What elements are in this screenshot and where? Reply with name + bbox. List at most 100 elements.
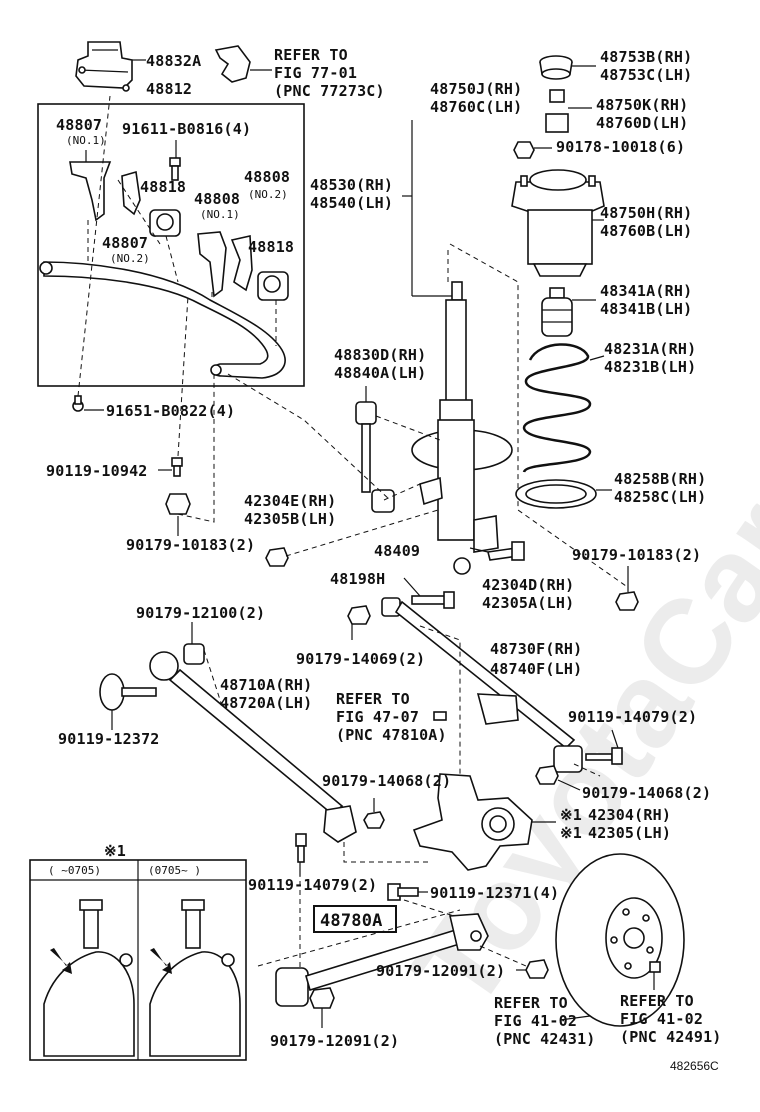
label-48808-no2[interactable]: 48808 bbox=[244, 168, 290, 186]
label-48740F[interactable]: 48740F(LH) bbox=[490, 660, 582, 678]
part-48807-no1-bracket[interactable] bbox=[69, 161, 112, 222]
label-refer-77-line2[interactable]: FIG 77-01 bbox=[274, 64, 357, 82]
label-48750K[interactable]: 48750K(RH) bbox=[596, 96, 688, 114]
part-48808-no1-bracket[interactable] bbox=[197, 231, 227, 298]
label-90178[interactable]: 90178-10018(6) bbox=[556, 138, 685, 156]
label-48720A[interactable]: 48720A(LH) bbox=[220, 694, 312, 712]
label-48780A[interactable]: 48780A bbox=[320, 911, 383, 931]
label-48710A[interactable]: 48710A(RH) bbox=[220, 676, 312, 694]
label-90179-10183-left[interactable]: 90179-10183(2) bbox=[126, 536, 255, 554]
label-48730F[interactable]: 48730F(RH) bbox=[490, 640, 582, 658]
label-48818-upper[interactable]: 48818 bbox=[140, 178, 186, 196]
part-48818-bushing-upper[interactable] bbox=[149, 209, 181, 237]
part-48812-stabilizer-bar[interactable] bbox=[39, 261, 286, 379]
label-48750J[interactable]: 48750J(RH) bbox=[430, 80, 522, 98]
part-90119-14079-bolt-left[interactable] bbox=[295, 833, 307, 863]
label-90179-14068-right[interactable]: 90179-14068(2) bbox=[582, 784, 711, 802]
label-48760B[interactable]: 48760B(LH) bbox=[600, 222, 692, 240]
part-91611-bolt[interactable] bbox=[169, 157, 181, 181]
label-90119-10942[interactable]: 90119-10942 bbox=[46, 462, 148, 480]
part-90119-14079-bolt-right[interactable] bbox=[585, 747, 623, 765]
part-48830D-stabilizer-link[interactable] bbox=[355, 401, 395, 513]
part-48750H-support[interactable] bbox=[511, 169, 605, 277]
part-brake-disc[interactable] bbox=[555, 853, 685, 1027]
label-48231A[interactable]: 48231A(RH) bbox=[604, 340, 696, 358]
label-48812[interactable]: 48812 bbox=[146, 80, 192, 98]
label-48231B[interactable]: 48231B(LH) bbox=[604, 358, 696, 376]
label-90119-12371[interactable]: 90119-12371(4) bbox=[430, 884, 559, 902]
part-48832A-bracket[interactable] bbox=[75, 41, 133, 92]
part-48258B-spring-seat[interactable] bbox=[515, 479, 597, 509]
part-42491-bolt[interactable] bbox=[649, 961, 661, 973]
label-42305B[interactable]: 42305B(LH) bbox=[244, 510, 336, 528]
part-48750K-spacer[interactable] bbox=[545, 89, 569, 133]
label-48341A[interactable]: 48341A(RH) bbox=[600, 282, 692, 300]
label-48540[interactable]: 48540(LH) bbox=[310, 194, 393, 212]
label-refer-47-line2[interactable]: FIG 47-07 bbox=[336, 708, 419, 726]
label-90179-14069[interactable]: 90179-14069(2) bbox=[296, 650, 425, 668]
label-48409[interactable]: 48409 bbox=[374, 542, 420, 560]
label-48818-lower[interactable]: 48818 bbox=[248, 238, 294, 256]
label-42304D[interactable]: 42304D(RH) bbox=[482, 576, 574, 594]
label-48198H[interactable]: 48198H bbox=[330, 570, 385, 588]
part-90179-nut-strut-left[interactable] bbox=[265, 547, 289, 567]
label-90119-12372[interactable]: 90119-12372 bbox=[58, 730, 160, 748]
label-48341B[interactable]: 48341B(LH) bbox=[600, 300, 692, 318]
label-48832A[interactable]: 48832A bbox=[146, 52, 201, 70]
part-48231A-coil-spring[interactable] bbox=[522, 343, 592, 473]
label-48753C[interactable]: 48753C(LH) bbox=[600, 66, 692, 84]
part-90179-14069-nut[interactable] bbox=[347, 605, 371, 625]
part-91651-bolt[interactable] bbox=[72, 395, 84, 412]
part-90179-10183-nut-right[interactable] bbox=[615, 591, 639, 611]
part-refer-clip[interactable] bbox=[214, 45, 251, 83]
label-48760C[interactable]: 48760C(LH) bbox=[430, 98, 522, 116]
part-48730F-upper-arm[interactable] bbox=[381, 597, 583, 773]
part-90179-14068-nut-right[interactable] bbox=[535, 765, 559, 785]
part-42304-knuckle[interactable] bbox=[412, 773, 533, 871]
part-90179-10183-nut-left[interactable] bbox=[165, 493, 191, 515]
part-48198H-bolt[interactable] bbox=[411, 591, 455, 609]
label-42304E[interactable]: 42304E(RH) bbox=[244, 492, 336, 510]
label-48760D[interactable]: 48760D(LH) bbox=[596, 114, 688, 132]
part-48808-no2-upper[interactable] bbox=[121, 170, 141, 216]
label-48807-no2[interactable]: 48807 bbox=[102, 234, 148, 252]
label-48258C[interactable]: 48258C(LH) bbox=[614, 488, 706, 506]
label-42305A[interactable]: 42305A(LH) bbox=[482, 594, 574, 612]
label-48808-no1[interactable]: 48808 bbox=[194, 190, 240, 208]
part-48818-bushing-lower[interactable] bbox=[257, 271, 289, 301]
part-refer-47810A-bolt[interactable] bbox=[433, 711, 447, 721]
part-48409-bolt[interactable] bbox=[487, 541, 525, 561]
part-90119-12371-bolt[interactable] bbox=[387, 883, 419, 901]
part-90179-12091-nut-left[interactable] bbox=[309, 987, 335, 1009]
label-48750H[interactable]: 48750H(RH) bbox=[600, 204, 692, 222]
label-48830D[interactable]: 48830D(RH) bbox=[334, 346, 426, 364]
part-90119-12372-bolt[interactable] bbox=[99, 673, 157, 711]
part-90178-nut[interactable] bbox=[513, 141, 535, 159]
label-48530[interactable]: 48530(RH) bbox=[310, 176, 393, 194]
label-90179-12091-right[interactable]: 90179-12091(2) bbox=[376, 962, 505, 980]
part-48808-no2-bracket[interactable] bbox=[230, 235, 253, 292]
part-48753B-cap[interactable] bbox=[539, 55, 573, 80]
part-48710A-lower-arm[interactable] bbox=[149, 651, 357, 843]
label-refer-41b-line2[interactable]: FIG 41-02 bbox=[620, 1010, 703, 1028]
label-48753B[interactable]: 48753B(RH) bbox=[600, 48, 692, 66]
label-91651[interactable]: 91651-B0822(4) bbox=[106, 402, 235, 420]
label-48258B[interactable]: 48258B(RH) bbox=[614, 470, 706, 488]
label-48807-no1[interactable]: 48807 bbox=[56, 116, 102, 134]
label-90179-10183-right[interactable]: 90179-10183(2) bbox=[572, 546, 701, 564]
label-refer-41a-line2[interactable]: FIG 41-02 bbox=[494, 1012, 577, 1030]
label-91611[interactable]: 91611-B0816(4) bbox=[122, 120, 251, 138]
label-48840A[interactable]: 48840A(LH) bbox=[334, 364, 426, 382]
label-90119-14079-right[interactable]: 90119-14079(2) bbox=[568, 708, 697, 726]
part-48780A-lateral-link[interactable] bbox=[275, 913, 489, 1007]
part-90119-10942-bolt[interactable] bbox=[171, 457, 183, 477]
part-48530-strut[interactable] bbox=[411, 281, 513, 575]
part-90179-14068-nut-center[interactable] bbox=[363, 811, 385, 829]
part-90179-12100-nut[interactable] bbox=[183, 643, 205, 665]
label-42304-rh[interactable]: 42304(RH) bbox=[588, 806, 671, 824]
label-90119-14079-left[interactable]: 90119-14079(2) bbox=[248, 876, 377, 894]
label-90179-12091-left[interactable]: 90179-12091(2) bbox=[270, 1032, 399, 1050]
part-48341A-bumper[interactable] bbox=[541, 287, 573, 337]
label-90179-14068-center[interactable]: 90179-14068(2) bbox=[322, 772, 451, 790]
label-90179-12100[interactable]: 90179-12100(2) bbox=[136, 604, 265, 622]
